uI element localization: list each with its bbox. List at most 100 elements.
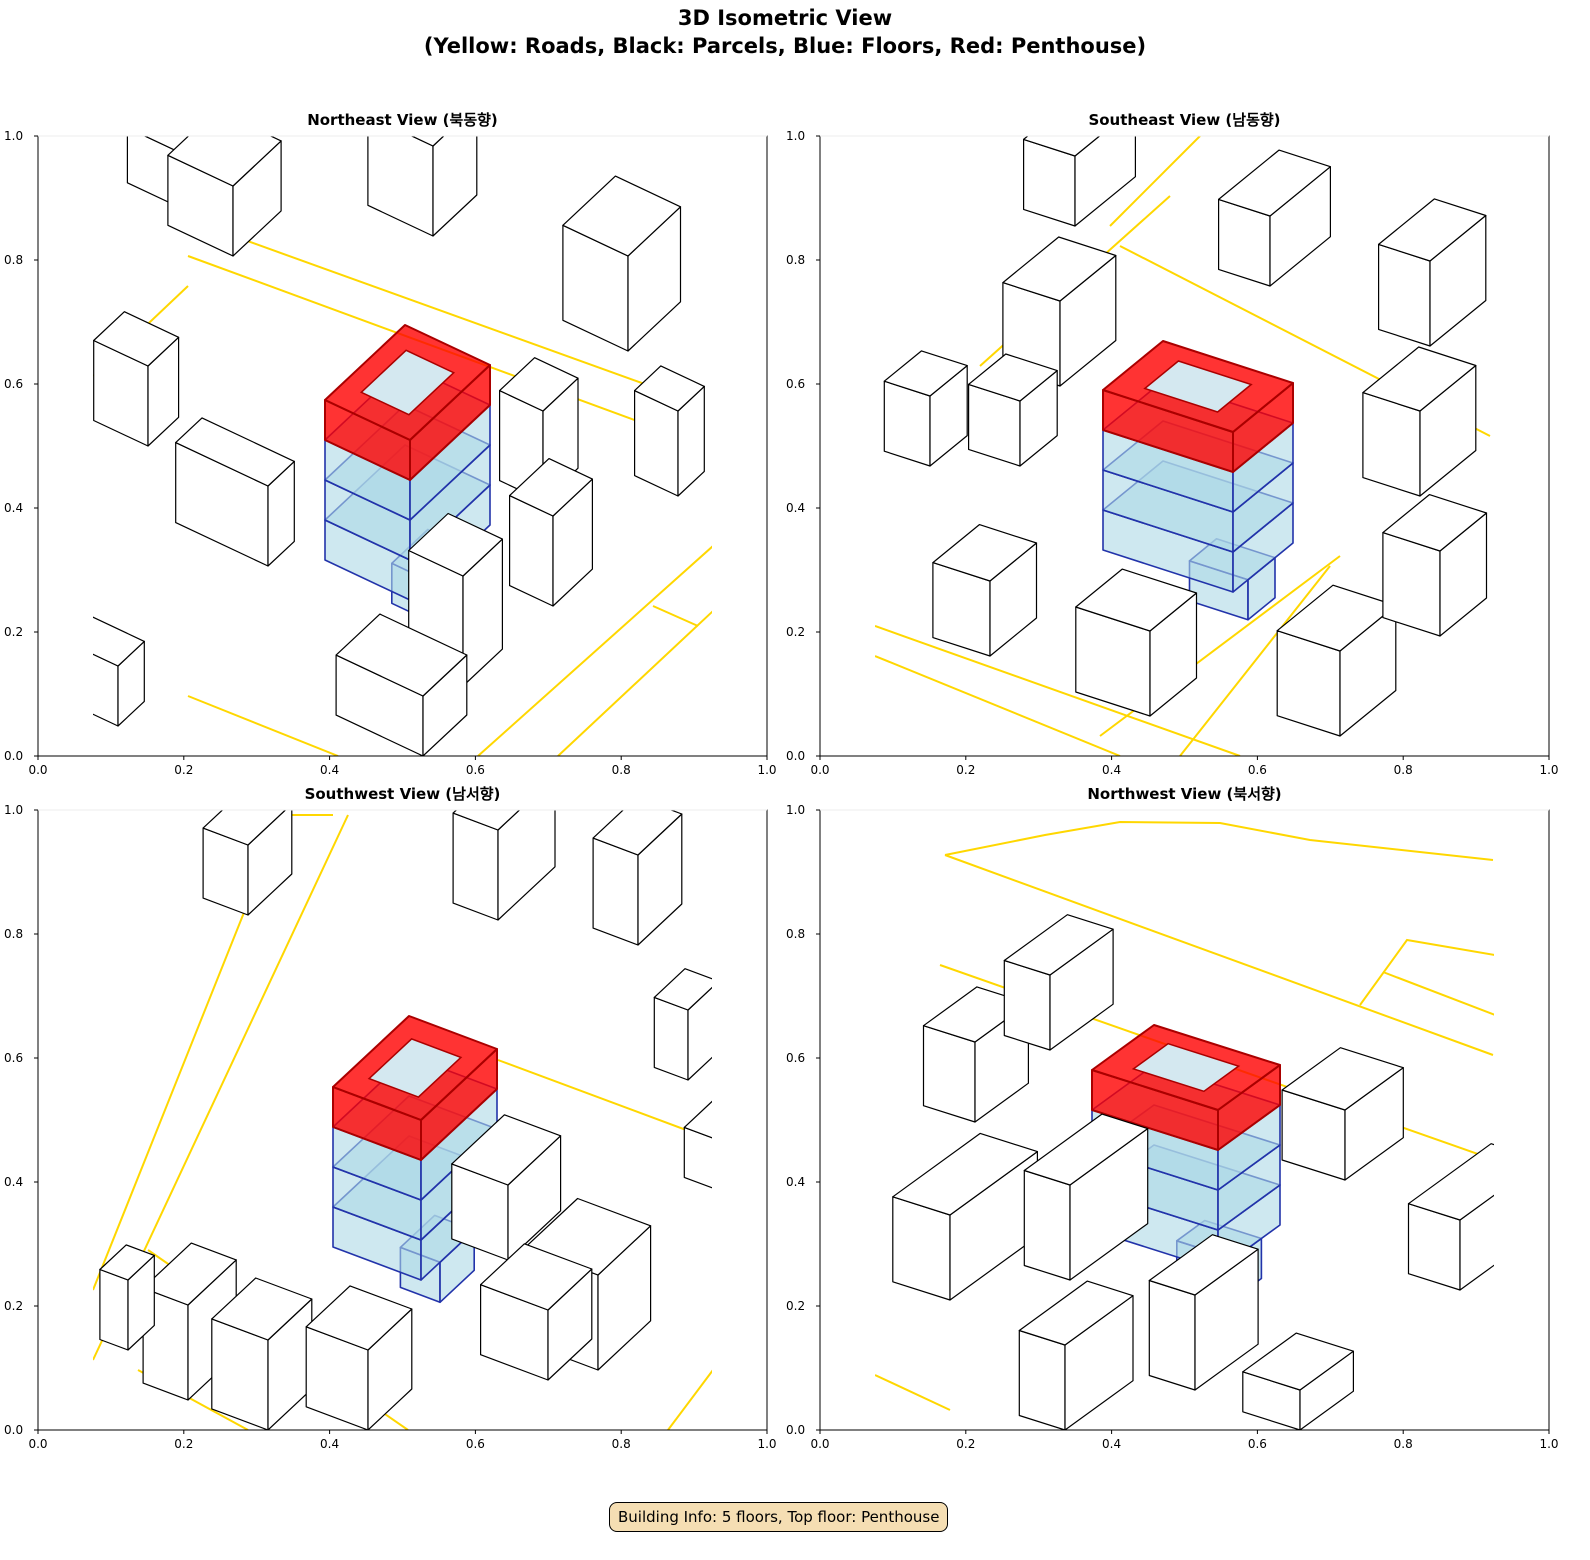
x-tick-label: 0.4	[320, 1437, 340, 1451]
parcel-building	[305, 1285, 413, 1430]
parcel-building	[367, 136, 478, 237]
panel-northwest: Northwest View (북서향) 0.0 0.2 0.4 0.6 0.8 1.0 0…	[786, 785, 1559, 1451]
road-line	[944, 820, 1494, 861]
x-tick-label: 0.8	[611, 763, 631, 777]
figure-title: 3D Isometric View	[677, 6, 893, 30]
parcel-building	[592, 810, 683, 946]
y-tick-label: 0.4	[4, 501, 24, 515]
y-tick-label: 0.0	[786, 749, 806, 763]
road-line	[944, 854, 1494, 1056]
road-line	[497, 1059, 712, 1141]
road-line	[477, 545, 712, 756]
x-tick-label: 0.2	[956, 1437, 976, 1451]
parcel-building	[509, 458, 594, 607]
parcel-building	[562, 175, 682, 352]
y-tick-label: 0.2	[786, 625, 806, 639]
parcel-building	[175, 417, 295, 567]
road-line	[875, 625, 1241, 756]
parcel-building	[167, 136, 282, 257]
y-tick-label: 0.6	[4, 377, 24, 391]
road-line	[177, 215, 679, 397]
plot-area	[34, 809, 768, 1434]
parcel-building	[1018, 1280, 1134, 1430]
parcel-building	[211, 1277, 313, 1430]
parcel-building	[480, 1243, 593, 1381]
y-tick-label: 0.8	[786, 253, 806, 267]
parcel-building	[1362, 346, 1477, 497]
road-line	[652, 605, 699, 627]
parcel-building	[892, 1132, 1038, 1301]
y-tick-label: 0.6	[4, 1051, 24, 1065]
y-tick-label: 1.0	[786, 129, 806, 143]
road-line	[1109, 136, 1201, 227]
panel-northeast: Northeast View (북동향) 0.0 0.2 0.4 0.6 0.8 1.0 0…	[4, 111, 777, 777]
x-tick-label: 0.0	[810, 1437, 830, 1451]
parcel-building	[335, 613, 468, 756]
parcel-building	[1023, 1113, 1149, 1281]
x-tick-label: 0.0	[810, 763, 830, 777]
y-tick-label: 0.8	[4, 927, 24, 941]
parcel-building	[1281, 1047, 1404, 1181]
parcel-building	[633, 365, 705, 497]
penthouse	[1091, 1024, 1281, 1151]
x-tick-label: 1.0	[1539, 1437, 1559, 1451]
x-tick-label: 0.4	[320, 763, 340, 777]
panel-title: Southwest View (남서향)	[304, 785, 501, 803]
x-tick-label: 0.6	[1247, 1437, 1267, 1451]
panel-title: Northwest View (북서향)	[1087, 785, 1282, 803]
penthouse	[332, 1015, 498, 1161]
x-tick-label: 0.2	[174, 763, 194, 777]
y-tick-label: 0.0	[4, 749, 24, 763]
penthouse	[324, 324, 491, 481]
x-tick-label: 1.0	[757, 763, 777, 777]
y-tick-label: 0.6	[786, 1051, 806, 1065]
x-tick-label: 0.6	[465, 1437, 485, 1451]
y-tick-label: 0.8	[786, 927, 806, 941]
x-tick-label: 0.6	[465, 763, 485, 777]
parcel-building	[968, 353, 1058, 467]
parcel-building	[1023, 136, 1136, 227]
parcel-building	[1148, 1234, 1259, 1391]
y-tick-label: 0.0	[786, 1423, 806, 1437]
parcel-building	[99, 1244, 155, 1351]
x-tick-label: 0.2	[956, 763, 976, 777]
panel-title: Southeast View (남동향)	[1088, 111, 1281, 129]
x-tick-label: 0.0	[28, 1437, 48, 1451]
road-line	[875, 1374, 951, 1411]
parcel-building	[922, 986, 1029, 1123]
parcel-building	[653, 968, 712, 1081]
parcel-building	[1218, 149, 1331, 287]
road-line	[1382, 971, 1494, 1016]
parcel-building	[932, 524, 1038, 657]
y-tick-label: 0.4	[786, 1175, 806, 1189]
parcel-building	[451, 1114, 562, 1261]
panel-southeast: Southeast View (남동향) 0.0 0.2 0.4 0.6 0.8 1.0 0…	[786, 111, 1559, 777]
parcel-building	[683, 1100, 712, 1189]
figure-subtitle: (Yellow: Roads, Black: Parcels, Blue: Fl…	[423, 34, 1147, 58]
parcel-building	[93, 311, 180, 447]
parcel-building	[1075, 568, 1198, 717]
road-line	[187, 695, 339, 756]
x-tick-label: 0.0	[28, 763, 48, 777]
y-tick-label: 0.4	[4, 1175, 24, 1189]
panel-title: Northeast View (북동향)	[307, 111, 498, 129]
parcel-building	[1377, 198, 1487, 347]
parcel-building	[452, 810, 556, 921]
y-tick-label: 0.2	[4, 625, 24, 639]
y-tick-label: 0.6	[786, 377, 806, 391]
x-tick-label: 0.2	[174, 1437, 194, 1451]
y-tick-label: 1.0	[4, 129, 24, 143]
x-tick-label: 0.4	[1102, 763, 1122, 777]
road-line	[875, 655, 1121, 756]
x-tick-label: 1.0	[757, 1437, 777, 1451]
x-tick-label: 1.0	[1539, 763, 1559, 777]
y-tick-label: 0.2	[4, 1299, 24, 1313]
x-tick-label: 0.8	[1393, 1437, 1413, 1451]
parcel-building	[883, 350, 968, 467]
building-info-box: Building Info: 5 floors, Top floor: Pent…	[609, 1502, 949, 1532]
road-line	[667, 1369, 712, 1430]
panel-southwest: Southwest View (남서향) 0.0 0.2 0.4 0.6 0.8 1.0 0…	[4, 785, 777, 1451]
plot-area	[816, 809, 1550, 1434]
road-line	[557, 610, 712, 756]
plot-area	[816, 135, 1550, 760]
